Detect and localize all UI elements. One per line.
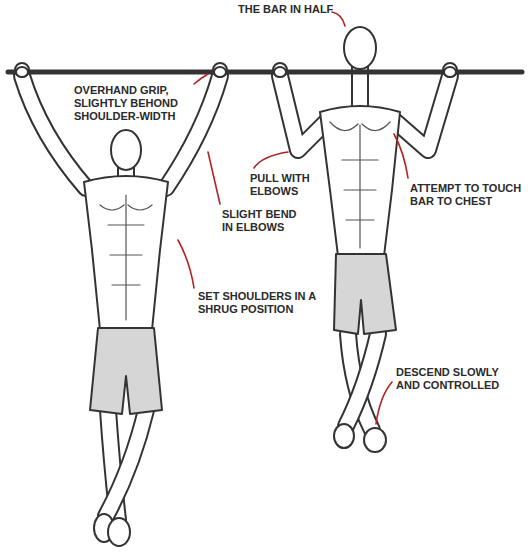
hand — [16, 67, 28, 77]
callout-label: SLIGHT BEND IN ELBOWS — [222, 208, 310, 234]
callout-label: ATTEMPT TO TOUCH BAR TO CHEST — [410, 182, 524, 208]
callout-label: PULL WITH ELBOWS — [250, 172, 324, 198]
callout-label: DESCEND SLOWLY AND CONTROLLED — [396, 366, 524, 392]
hanging-figure — [15, 63, 227, 546]
callout-label: SET SHOULDERS IN A SHRUG POSITION — [198, 290, 328, 316]
leader-lines — [178, 12, 408, 424]
hand — [444, 67, 456, 77]
callout-label: THE BAR IN HALF — [238, 3, 334, 16]
hand — [214, 67, 226, 77]
callout-label: OVERHAND GRIP, SLIGHTLY BEHOND SHOULDER-… — [74, 84, 192, 123]
hand — [274, 67, 286, 77]
